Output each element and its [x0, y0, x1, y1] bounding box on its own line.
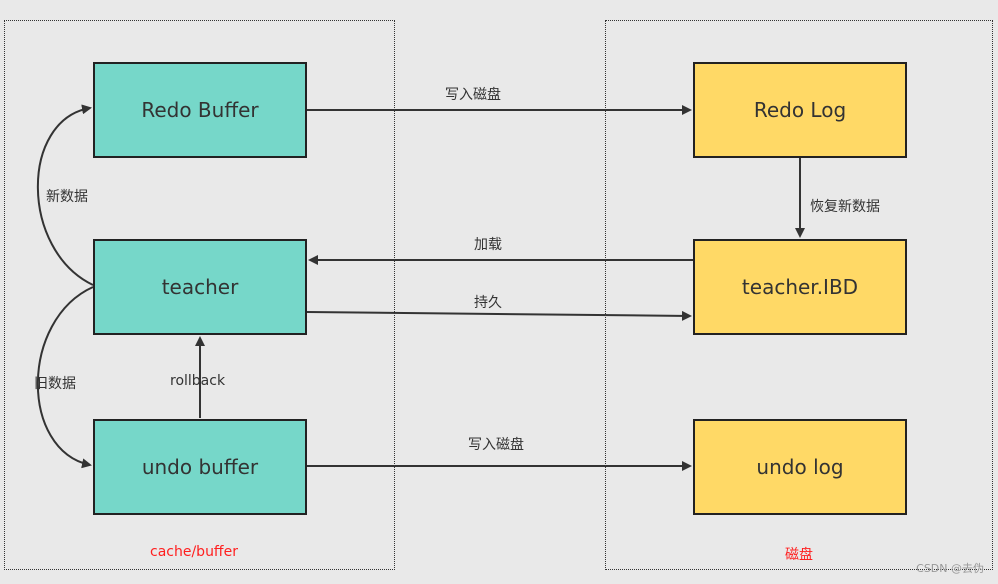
- teacher-node: teacher: [93, 239, 307, 335]
- persist-label: 持久: [474, 295, 502, 311]
- rollback-label: rollback: [170, 373, 226, 389]
- memory-region-label: cache/buffer: [150, 544, 238, 560]
- old-data-arrow: [36, 286, 94, 469]
- recover-label: 恢复新数据: [810, 199, 880, 215]
- undo-buffer-node: undo buffer: [93, 419, 307, 515]
- watermark: CSDN @去伪: [916, 562, 984, 575]
- teacher-ibd-node: teacher.IBD: [693, 239, 907, 335]
- new-data-label: 新数据: [46, 189, 88, 205]
- old-data-label: 旧数据: [34, 376, 76, 392]
- redo-write-label: 写入磁盘: [445, 87, 501, 103]
- load-label: 加载: [474, 237, 502, 253]
- redo-log-node: Redo Log: [693, 62, 907, 158]
- persist-arrow: [306, 310, 692, 321]
- memory-region: [4, 20, 395, 570]
- new-data-arrow: [36, 104, 94, 286]
- redo-buffer-node: Redo Buffer: [93, 62, 307, 158]
- undo-log-node: undo log: [693, 419, 907, 515]
- disk-region-label: 磁盘: [785, 547, 813, 563]
- undo-write-label: 写入磁盘: [468, 437, 524, 453]
- disk-region: [605, 20, 993, 570]
